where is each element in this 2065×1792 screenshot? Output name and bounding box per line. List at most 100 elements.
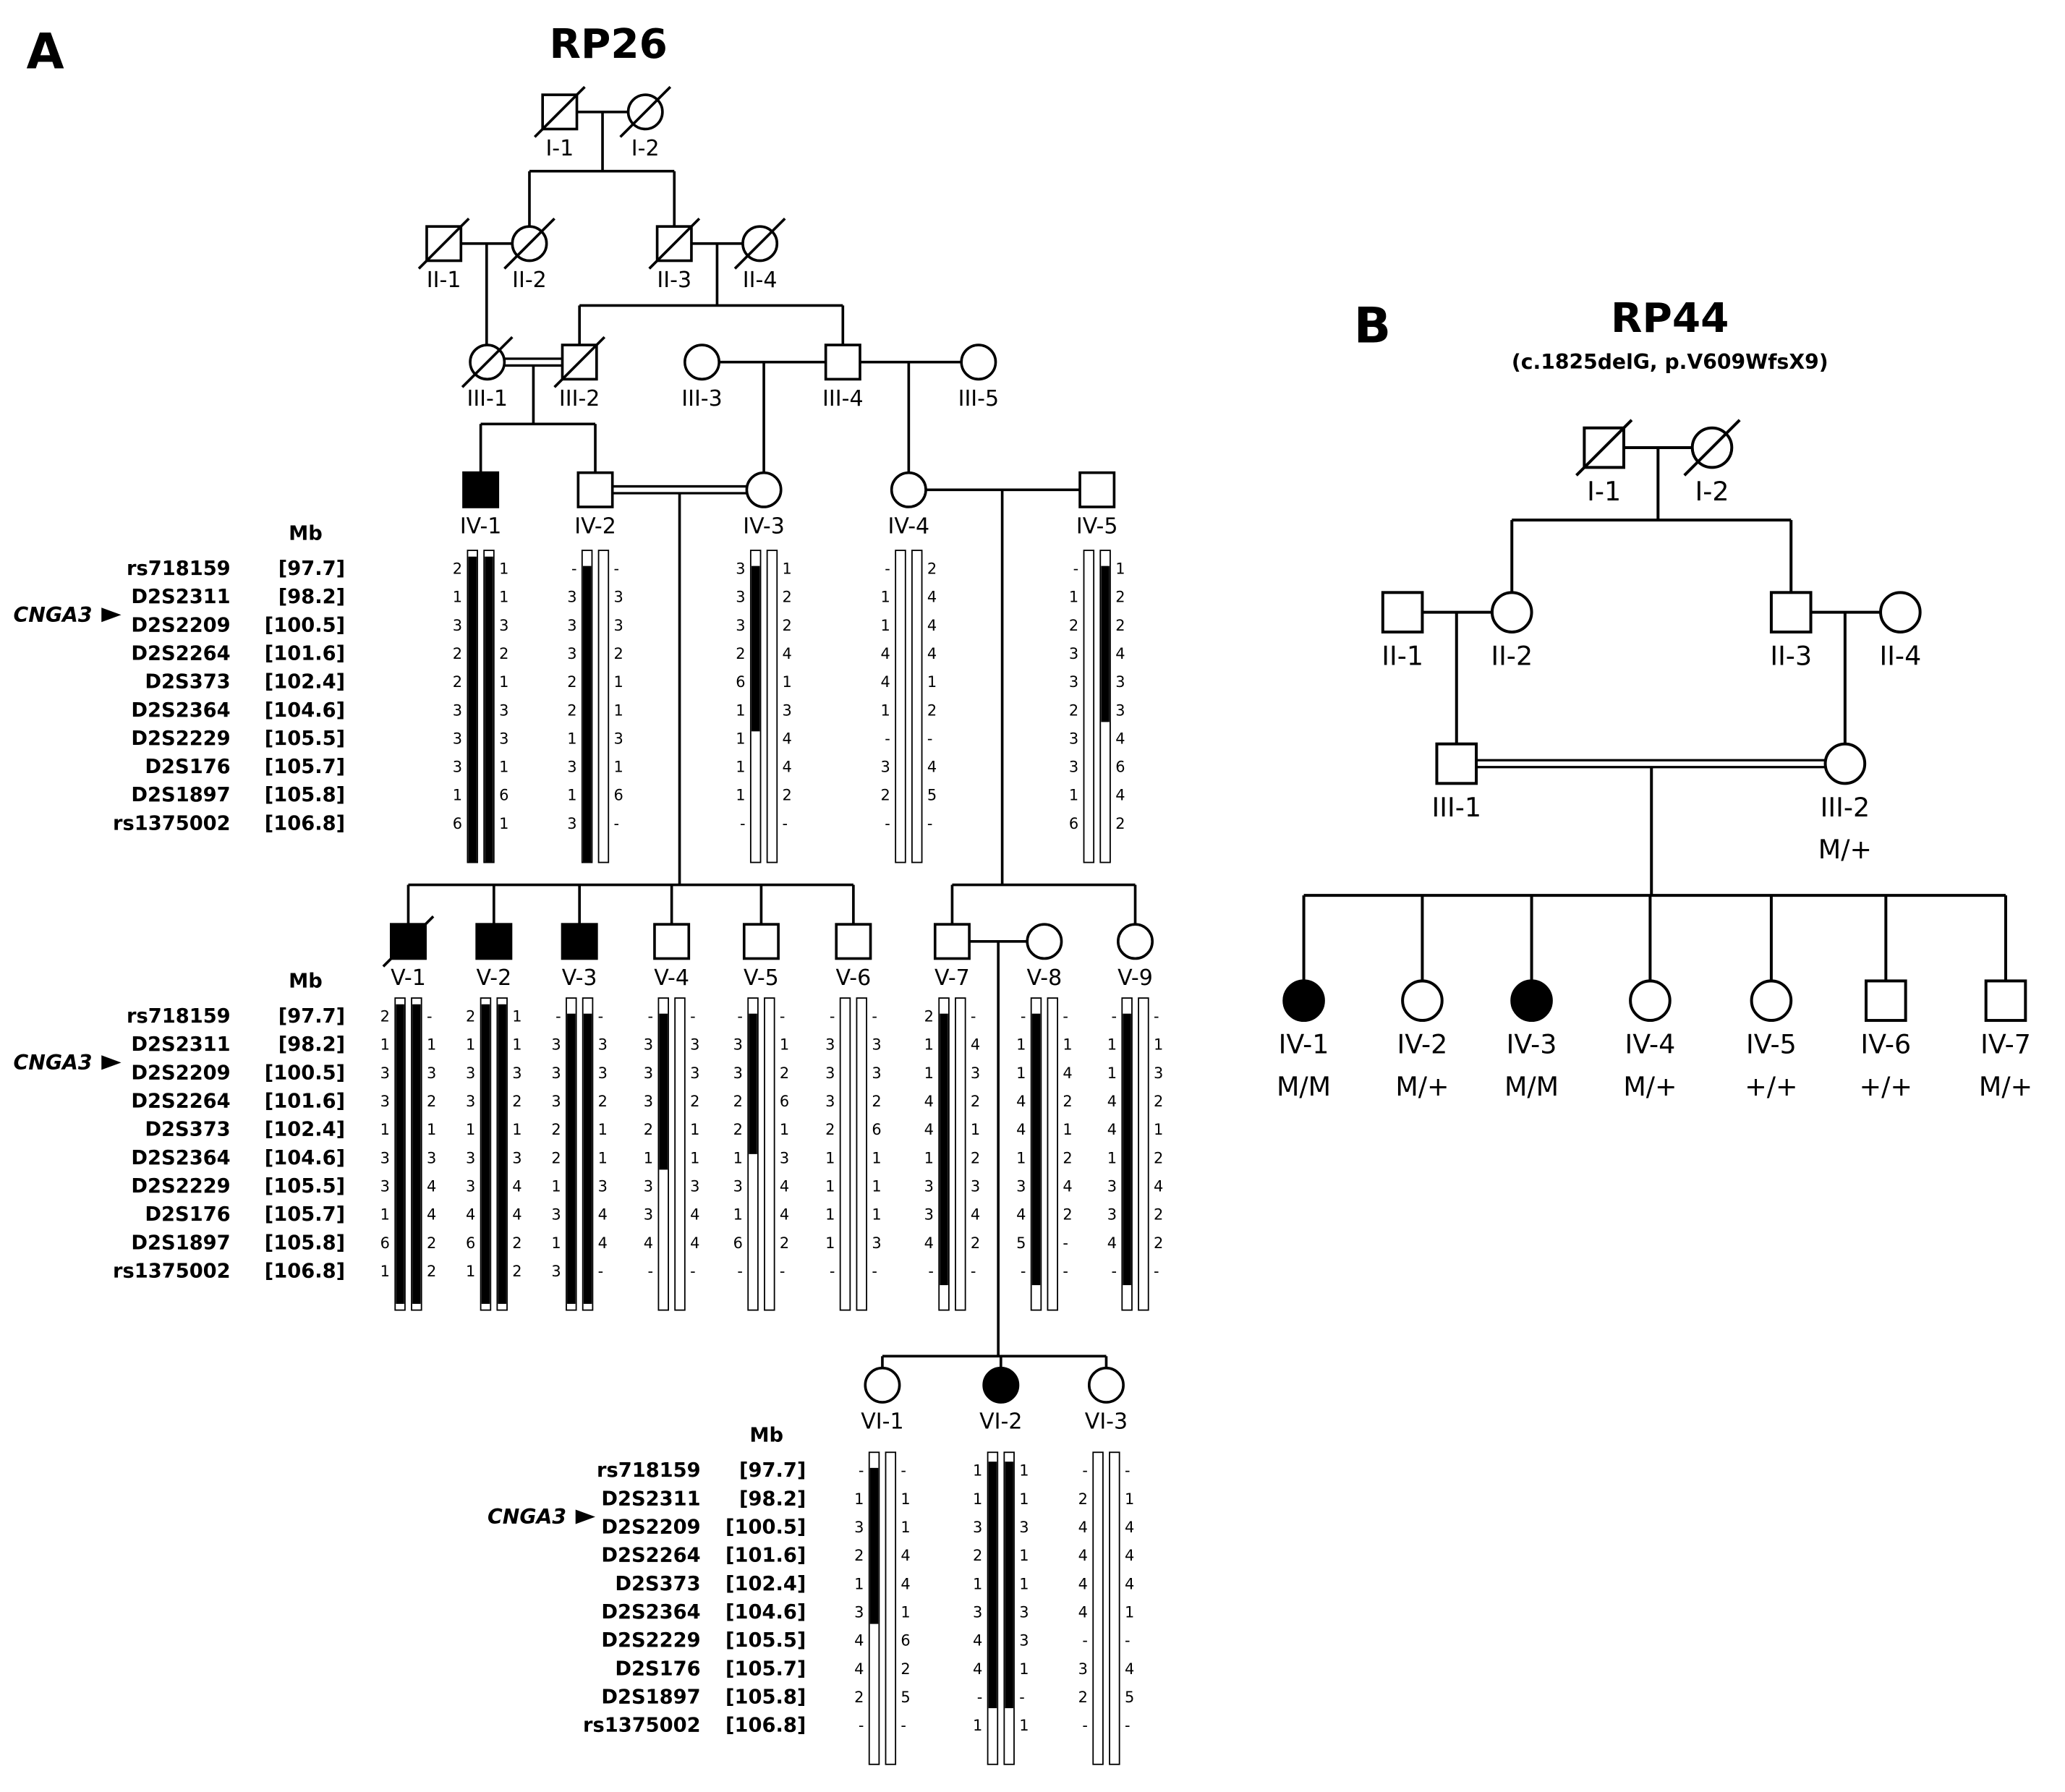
marker-name: D2S2264 bbox=[131, 642, 230, 665]
allele-value: 3 bbox=[924, 1177, 934, 1195]
allele-value: 1 bbox=[551, 1234, 561, 1252]
haplotype-bar-right bbox=[911, 550, 923, 863]
mb-header: Mb bbox=[289, 970, 323, 993]
gene-label: CNGA3 bbox=[487, 1505, 566, 1529]
individual-label: IV-1 bbox=[1279, 1029, 1329, 1060]
allele-value: 1 bbox=[1019, 1717, 1029, 1734]
disease-haplotype-segment bbox=[751, 566, 760, 732]
pedigree-individual-IV-4: IV-4M/+ bbox=[1623, 979, 1677, 1102]
allele-value: 4 bbox=[1078, 1603, 1088, 1621]
deceased-slash bbox=[1575, 419, 1633, 477]
allele-value: 1 bbox=[690, 1149, 699, 1166]
male-symbol bbox=[1865, 979, 1907, 1023]
allele-value: - bbox=[783, 815, 788, 832]
pedigree-individual-VI-3: VI-3 bbox=[1085, 1366, 1128, 1434]
allele-value: 3 bbox=[551, 1263, 561, 1280]
individual-label: I-1 bbox=[545, 136, 574, 161]
allele-value: 4 bbox=[1016, 1206, 1026, 1224]
marker-name: D2S2209 bbox=[601, 1516, 700, 1539]
marker-position: [100.5] bbox=[265, 614, 345, 636]
allele-value: 4 bbox=[1125, 1660, 1134, 1678]
allele-value: 2 bbox=[783, 617, 792, 634]
allele-value: 1 bbox=[1125, 1490, 1134, 1508]
allele-value: 4 bbox=[427, 1177, 436, 1195]
allele-value: 3 bbox=[453, 617, 462, 634]
marker-position: [100.5] bbox=[265, 1062, 345, 1084]
marker-name: D2S2311 bbox=[601, 1488, 700, 1510]
allele-value: - bbox=[885, 730, 890, 747]
individual-label: IV-5 bbox=[1746, 1029, 1797, 1060]
female-symbol bbox=[1117, 923, 1154, 960]
allele-value: - bbox=[900, 1462, 906, 1480]
pedigree-individual-III-1: III-1 bbox=[1432, 742, 1481, 823]
haplotype-bar-right bbox=[856, 997, 867, 1311]
female-symbol bbox=[1629, 979, 1672, 1023]
allele-value: 4 bbox=[690, 1206, 699, 1224]
allele-value: 4 bbox=[1115, 787, 1125, 804]
allele-value: 4 bbox=[854, 1660, 864, 1678]
allele-value: 1 bbox=[973, 1462, 982, 1480]
individual-label: III-3 bbox=[681, 386, 723, 411]
allele-value: 3 bbox=[973, 1519, 982, 1536]
allele-value: - bbox=[885, 560, 890, 578]
individual-label: IV-5 bbox=[1076, 513, 1118, 539]
allele-value: 4 bbox=[512, 1206, 521, 1224]
allele-value: 2 bbox=[453, 560, 462, 578]
marker-position: [105.8] bbox=[265, 784, 345, 806]
allele-value: 3 bbox=[466, 1149, 475, 1166]
genotype-label: M/M bbox=[1277, 1071, 1331, 1102]
allele-value: 1 bbox=[924, 1149, 934, 1166]
individual-label: VI-1 bbox=[861, 1409, 903, 1434]
allele-value: 1 bbox=[551, 1177, 561, 1195]
allele-value: 1 bbox=[927, 673, 937, 691]
marker-name: D2S2264 bbox=[131, 1091, 230, 1113]
allele-value: 1 bbox=[783, 673, 792, 691]
individual-label: II-2 bbox=[1491, 640, 1533, 671]
allele-value: 3 bbox=[1107, 1206, 1117, 1224]
allele-value: 4 bbox=[924, 1093, 934, 1110]
allele-value: 1 bbox=[825, 1234, 835, 1252]
deceased-slash bbox=[417, 217, 470, 270]
allele-value: 3 bbox=[644, 1093, 653, 1110]
allele-value: 1 bbox=[453, 589, 462, 606]
allele-value: 3 bbox=[1019, 1603, 1029, 1621]
allele-value: 3 bbox=[1154, 1064, 1163, 1082]
allele-value: 4 bbox=[927, 589, 937, 606]
allele-value: 1 bbox=[971, 1121, 980, 1138]
allele-value: 1 bbox=[499, 560, 508, 578]
disease-haplotype-segment bbox=[498, 1004, 506, 1304]
allele-value: 3 bbox=[598, 1177, 608, 1195]
allele-value: 1 bbox=[900, 1603, 910, 1621]
allele-value: 1 bbox=[1019, 1547, 1029, 1564]
pedigree-individual-III-2: III-2M/+ bbox=[1818, 742, 1872, 865]
allele-value: - bbox=[648, 1263, 654, 1280]
allele-value: 6 bbox=[453, 815, 462, 832]
allele-value: 1 bbox=[1107, 1149, 1117, 1166]
pedigree-individual-II-3: II-3 bbox=[1769, 591, 1813, 671]
allele-value: 1 bbox=[1154, 1036, 1163, 1054]
allele-value: - bbox=[1125, 1632, 1131, 1650]
male-symbol bbox=[653, 923, 691, 960]
allele-value: 4 bbox=[1115, 645, 1125, 662]
individual-label: I-2 bbox=[1695, 476, 1729, 507]
allele-value: 1 bbox=[614, 759, 623, 776]
haplotype-bar-left bbox=[839, 997, 851, 1311]
allele-value: 1 bbox=[512, 1121, 521, 1138]
allele-value: 2 bbox=[453, 673, 462, 691]
female-symbol bbox=[1087, 1366, 1125, 1404]
allele-value: 3 bbox=[453, 730, 462, 747]
marker-name: rs718159 bbox=[597, 1459, 701, 1482]
allele-value: 4 bbox=[927, 759, 937, 776]
pedigree-individual-III-2: III-2 bbox=[553, 336, 606, 411]
marker-name: D2S2364 bbox=[601, 1601, 700, 1624]
marker-name: rs718159 bbox=[127, 1005, 231, 1028]
allele-value: - bbox=[737, 1008, 743, 1025]
marker-position: [102.4] bbox=[265, 1119, 345, 1141]
allele-value: 1 bbox=[598, 1121, 608, 1138]
allele-value: 6 bbox=[466, 1234, 475, 1252]
pedigree-individual-V-1: V-1 bbox=[382, 915, 435, 991]
allele-value: - bbox=[1063, 1263, 1068, 1280]
